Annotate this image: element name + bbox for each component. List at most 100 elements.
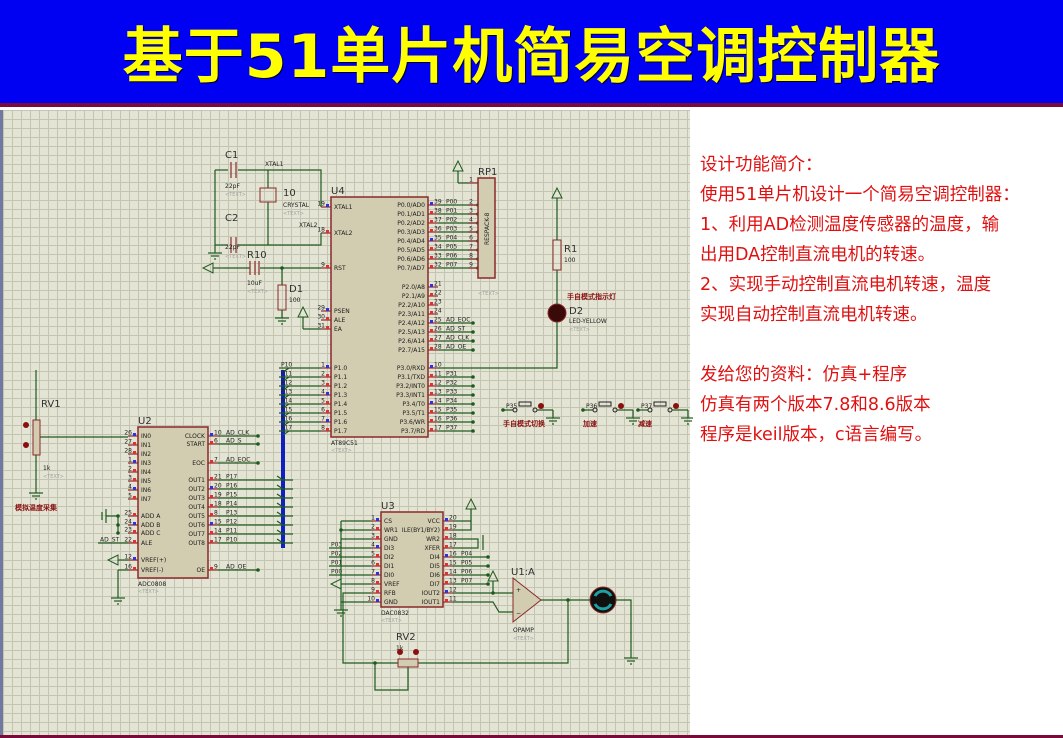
button-contact (612, 407, 618, 413)
pin-number: 4 (321, 389, 325, 396)
net-label: P03 (446, 226, 457, 233)
button-cap (653, 401, 667, 407)
pin-name: P0.4/AD4 (397, 238, 425, 245)
pin-marker (430, 401, 433, 404)
power-arrow-icon (329, 578, 342, 590)
pin-number: 26 (124, 430, 132, 437)
pin-number: 8 (214, 510, 218, 517)
pin-marker (430, 229, 433, 232)
pin-name: P0.0/AD0 (397, 202, 425, 209)
pin-name: ILE(BY1/BY2) (402, 527, 440, 534)
pin-marker (376, 527, 379, 530)
pin-marker (326, 428, 329, 431)
pin-number: 35 (434, 235, 442, 242)
net-label: P31 (446, 371, 457, 378)
net-label: P17 (226, 474, 237, 481)
pin-name: P3.3/INT1 (396, 392, 425, 399)
pin-marker (326, 204, 329, 207)
pin-marker (133, 478, 136, 481)
net-label: P12 (226, 519, 237, 526)
net-label: AD_S (226, 438, 242, 445)
pin-marker (210, 477, 213, 480)
pin-name: CLOCK (185, 433, 206, 440)
pin-marker (430, 256, 433, 259)
junction-dot (373, 661, 377, 665)
pin-number: 2 (371, 524, 375, 531)
pin-marker (133, 487, 136, 490)
pin-number: 17 (449, 542, 457, 549)
net-label: P00 (446, 199, 457, 206)
pin-marker (210, 504, 213, 507)
pin-number: 12 (449, 587, 457, 594)
junction-dot (471, 348, 475, 352)
pin-marker (430, 302, 433, 305)
pin-marker (326, 374, 329, 377)
bus-entry (276, 493, 284, 499)
pin-marker (133, 567, 136, 570)
button-cap (598, 401, 612, 407)
pin-name: P2.0/A8 (402, 284, 425, 291)
power-arrow-icon (201, 262, 214, 274)
net-label: AD_OE (446, 344, 466, 351)
pin-name: IN6 (141, 487, 151, 494)
pin-name: START (186, 441, 205, 448)
text-placeholder: <TEXT> (225, 254, 246, 260)
net-label: P04 (446, 235, 457, 242)
pin-number: 7 (214, 457, 218, 464)
pin-number: 9 (321, 262, 325, 269)
net-label: P05 (446, 244, 457, 251)
rv1-knob (23, 442, 29, 448)
junction-dot (581, 408, 585, 412)
pin-number: 3 (469, 208, 473, 215)
pin-name: DI5 (430, 563, 440, 570)
pin-number: 25 (434, 317, 442, 324)
pin-number: 32 (434, 262, 442, 269)
wire (438, 322, 558, 369)
pin-number: 4 (469, 217, 473, 224)
d2-label: 手自模式指示灯 (567, 292, 616, 301)
description-line: 发给您的资料：仿真+程序 (700, 365, 908, 385)
bus-entry (282, 376, 290, 382)
rv1-value: 1k (43, 465, 51, 472)
pin-name: IN2 (141, 451, 151, 458)
pin-marker (445, 590, 448, 593)
pin-number: 20 (449, 515, 457, 522)
pin-marker (326, 410, 329, 413)
pin-marker (133, 451, 136, 454)
power-arrow-icon (551, 186, 563, 199)
pin-number: 28 (434, 344, 442, 351)
pin-marker (376, 581, 379, 584)
rp1-part: RESPACK-8 (484, 212, 491, 245)
pin-number: 18 (449, 533, 457, 540)
pin-number: 16 (434, 416, 442, 423)
net-label: P06 (446, 253, 457, 260)
pin-marker (445, 536, 448, 539)
net-label: P32 (446, 380, 457, 387)
button-label: 加速 (582, 419, 597, 428)
pin-name: XTAL2 (334, 230, 353, 237)
pin-number: 9 (214, 564, 218, 571)
net-label: XTAL1 (265, 161, 284, 168)
divider (0, 103, 1063, 107)
net-label: P07 (446, 262, 457, 269)
pin-marker (376, 590, 379, 593)
pin-number: 17 (434, 425, 442, 432)
wire (453, 601, 513, 613)
pin-name: IN1 (141, 442, 151, 449)
pin-name: P2.6/A14 (398, 338, 425, 345)
pin-number: 22 (434, 290, 442, 297)
button-cap (518, 401, 532, 407)
bus-entry (282, 412, 290, 418)
description-line: 出用DA控制直流电机的转速。 (700, 245, 936, 265)
rp1-ref: RP1 (478, 167, 497, 178)
rv1-label: 模拟温度采集 (15, 503, 58, 512)
pin-name: ADD B (141, 522, 160, 529)
r10-ref: R10 (247, 250, 267, 261)
pin-number: 39 (434, 199, 442, 206)
pin-marker (430, 284, 433, 287)
net-label: P35 (446, 407, 457, 414)
